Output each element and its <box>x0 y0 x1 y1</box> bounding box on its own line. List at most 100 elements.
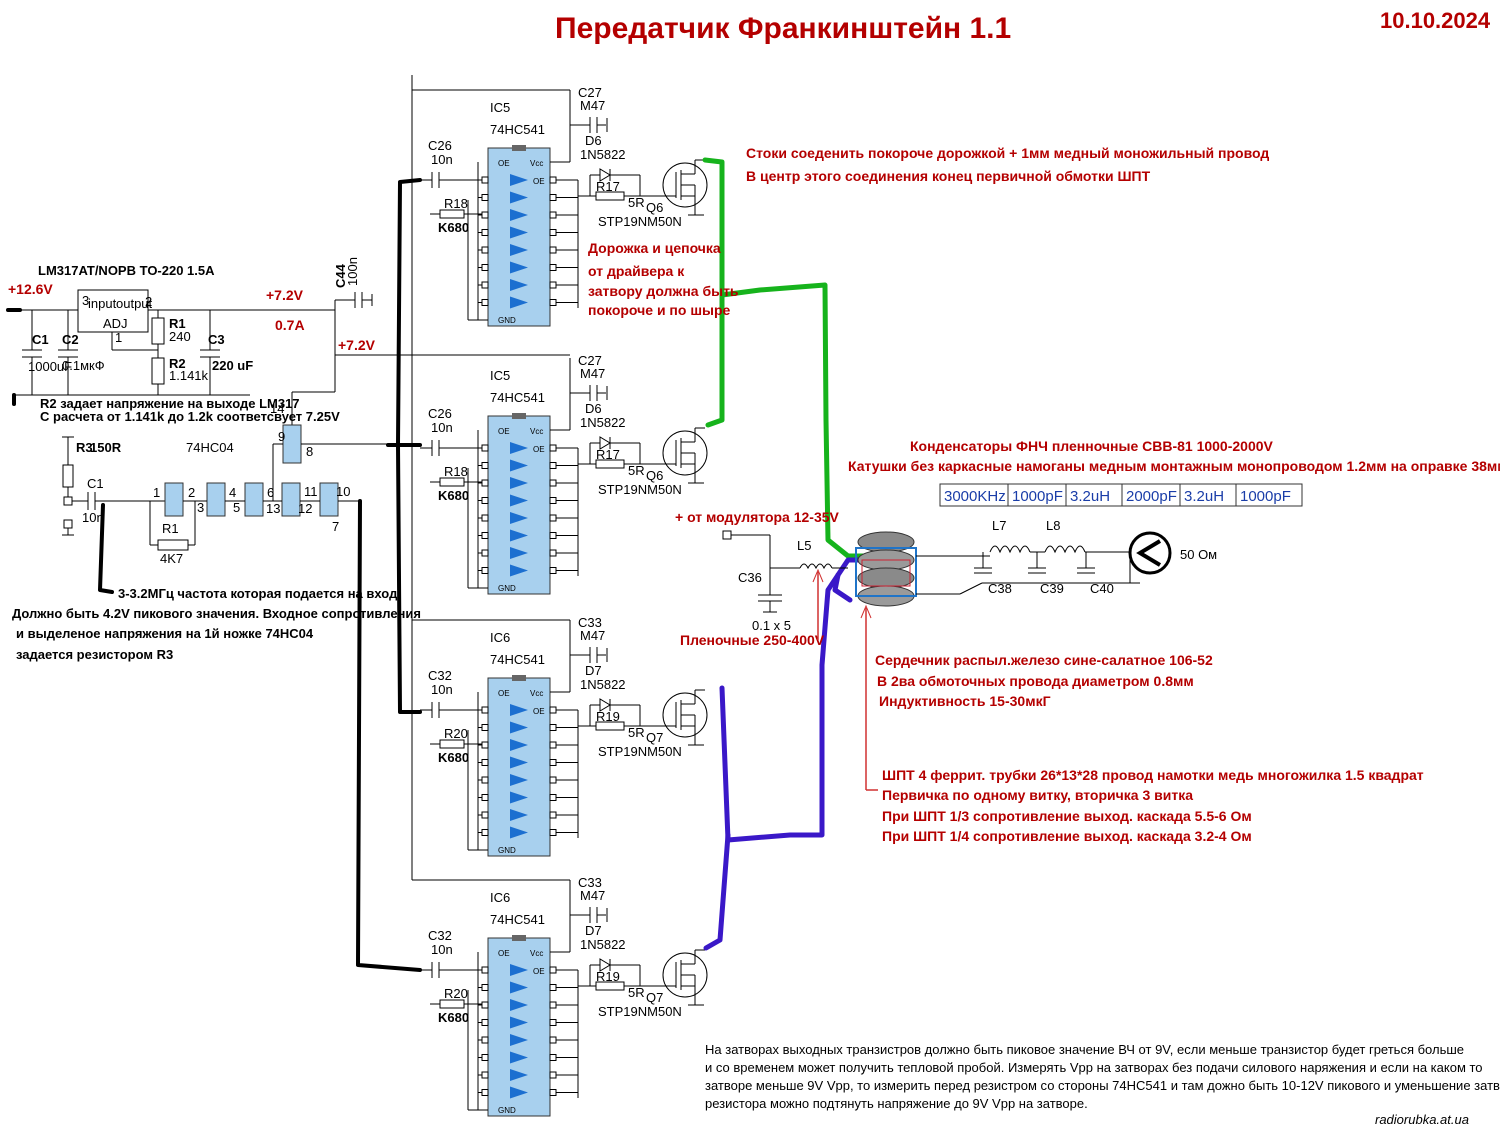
buffer-gate <box>510 1069 528 1081</box>
svg-text:+ от модулятора 12-35V: + от модулятора 12-35V <box>675 509 840 525</box>
svg-text:4K7: 4K7 <box>160 551 183 566</box>
output-transformer <box>855 531 917 607</box>
svg-text:C3: C3 <box>208 332 225 347</box>
svg-text:output: output <box>116 296 153 311</box>
svg-text:Vcc: Vcc <box>530 949 543 958</box>
svg-text:C44: C44 <box>333 263 348 288</box>
buffer-gate <box>510 442 528 454</box>
svg-text:OE: OE <box>498 949 510 958</box>
svg-text:C2: C2 <box>62 332 79 347</box>
gate-resistor-value: 5R <box>628 985 645 1000</box>
svg-text:GND: GND <box>498 846 516 855</box>
svg-text:1: 1 <box>153 485 160 500</box>
svg-text:ШПТ 4 феррит. трубки 26*13*28: ШПТ 4 феррит. трубки 26*13*28 провод нам… <box>882 767 1424 783</box>
hc04-label: 74HC04 <box>186 440 234 455</box>
svg-text:В 2ва обмоточных провода диаме: В 2ва обмоточных провода диаметром 0.8мм <box>877 673 1194 689</box>
svg-text:На затворах выходных транзистр: На затворах выходных транзистров должно … <box>705 1042 1464 1057</box>
regulator-label: LM317AT/NOPB TO-220 1.5A <box>38 263 215 278</box>
svg-text:3: 3 <box>82 293 89 308</box>
svg-text:Vcc: Vcc <box>530 159 543 168</box>
buffer-gate <box>510 999 528 1011</box>
buffer-gate <box>510 981 528 994</box>
svg-text:R1: R1 <box>162 521 179 536</box>
svg-text:R2 задает напряжение на выходе: R2 задает напряжение на выходе LM317 <box>40 396 300 411</box>
svg-text:Индуктивность 15-30мкГ: Индуктивность 15-30мкГ <box>879 693 1051 709</box>
svg-text:от драйвера к: от драйвера к <box>588 263 685 279</box>
svg-text:220 uF: 220 uF <box>212 358 253 373</box>
svg-text:C38: C38 <box>988 581 1012 596</box>
diode-label: D6 <box>585 133 602 148</box>
buffer-gate <box>510 1086 528 1099</box>
svg-text:При ШПТ 1/4 сопротивление выхо: При ШПТ 1/4 сопротивление выход. каскада… <box>882 828 1252 844</box>
svg-text:L8: L8 <box>1046 518 1060 533</box>
buffer-gate <box>510 756 528 769</box>
svg-text:11: 11 <box>304 484 318 499</box>
hc541-chip <box>487 147 551 327</box>
svg-text:240: 240 <box>169 329 191 344</box>
mosfet-value: STP19NM50N <box>598 482 682 497</box>
svg-text:3: 3 <box>197 500 204 515</box>
buffer-gate <box>510 774 528 786</box>
svg-text:input: input <box>88 296 117 311</box>
buffer-gate <box>510 296 528 309</box>
svg-text:C36: C36 <box>738 570 762 585</box>
buffer-gate <box>510 191 528 204</box>
svg-text:13: 13 <box>266 501 280 516</box>
ic-label: IC6 <box>490 890 510 905</box>
buffer-gate <box>510 739 528 751</box>
svg-text:1: 1 <box>115 330 122 345</box>
svg-text:OE: OE <box>498 689 510 698</box>
svg-text:OE: OE <box>533 177 545 186</box>
buffer-gate <box>510 512 528 524</box>
chip-label: 74HC541 <box>490 122 545 137</box>
vout-label: +7.2V <box>266 287 304 303</box>
mosfet-label: Q7 <box>646 990 663 1005</box>
pulldown-value: K680 <box>438 220 469 235</box>
buffer-gate <box>510 279 528 291</box>
svg-text:OE: OE <box>533 445 545 454</box>
pulldown-label: R20 <box>444 986 468 1001</box>
drain-bus-green-1 <box>702 157 911 559</box>
inverter-chain <box>164 424 339 517</box>
svg-text:GND: GND <box>498 1106 516 1115</box>
svg-text:C39: C39 <box>1040 581 1064 596</box>
svg-text:покороче и по шыре: покороче и по шыре <box>588 302 731 318</box>
pulldown-label: R18 <box>444 464 468 479</box>
filter-table-cell: 3.2uH <box>1184 488 1224 505</box>
svg-text:R2: R2 <box>169 356 186 371</box>
buffer-gate <box>510 1034 528 1046</box>
cap-bypass-label: C33 <box>578 875 602 890</box>
vin-label: +12.6V <box>8 281 53 297</box>
hc541-chip <box>487 677 551 857</box>
svg-text:L7: L7 <box>992 518 1006 533</box>
power-supply: LM317AT/NOPB TO-220 1.5A +12.6V 3 input … <box>6 257 412 425</box>
svg-text:C1: C1 <box>32 332 49 347</box>
buffer-gate <box>510 721 528 734</box>
svg-text:1.141k: 1.141k <box>169 368 209 383</box>
cap-in-label: C26 <box>428 406 452 421</box>
cap-bypass-value: M47 <box>580 888 605 903</box>
svg-text:OE: OE <box>533 707 545 716</box>
filter-table-cell: 3.2uH <box>1070 488 1110 505</box>
buffer-gate <box>510 547 528 559</box>
diode-value: 1N5822 <box>580 147 626 162</box>
buffer-gate <box>510 791 528 804</box>
svg-text:OE: OE <box>498 427 510 436</box>
svg-text:ADJ: ADJ <box>103 316 128 331</box>
cap-bypass-value: M47 <box>580 628 605 643</box>
svg-text:Дорожка и цепочка: Дорожка и цепочка <box>588 240 721 256</box>
svg-text:GND: GND <box>498 584 516 593</box>
drain-bus-purple-1 <box>719 557 913 843</box>
buffer-gate <box>510 964 528 976</box>
cap-in-value: 10n <box>431 682 453 697</box>
buffer-gate <box>510 244 528 256</box>
cap-in-label: C26 <box>428 138 452 153</box>
svg-text:Первичка по одному витку, втор: Первичка по одному витку, вторичка 3 вит… <box>882 787 1193 803</box>
svg-text:Катушки без каркасные намоганы: Катушки без каркасные намоганы медным мо… <box>848 458 1500 474</box>
svg-text:10n: 10n <box>82 510 104 525</box>
iout-label: 0.7A <box>275 317 305 333</box>
diode-label: D6 <box>585 401 602 416</box>
buffer-gate <box>510 1016 528 1029</box>
buffer-gate <box>510 494 528 507</box>
